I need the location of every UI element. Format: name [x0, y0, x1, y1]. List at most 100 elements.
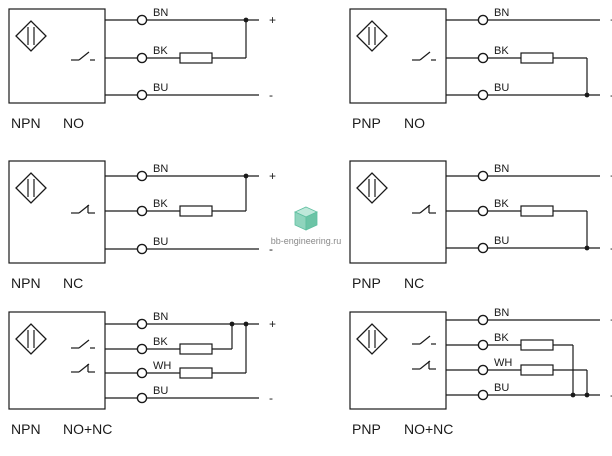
- wire-label-bn: BN: [494, 163, 509, 175]
- terminal-bn: [136, 14, 148, 26]
- terminal-bu: [477, 389, 489, 401]
- junction-dot: [229, 321, 235, 327]
- switch-nc-contact: [419, 204, 431, 214]
- terminal-bu: [136, 392, 148, 404]
- sensor-housing: [8, 160, 106, 264]
- switch-nc-contact: [78, 363, 90, 373]
- sensor-housing: [349, 160, 447, 264]
- resistor: [179, 205, 213, 217]
- wire-label-bn: BN: [153, 311, 168, 323]
- terminal-bn: [136, 170, 148, 182]
- switch-nc-contact: [419, 360, 431, 370]
- junction-dot: [570, 392, 576, 398]
- positive-sign: +: [269, 13, 276, 27]
- sensor-symbol-icon: [15, 172, 47, 204]
- terminal-bu: [136, 89, 148, 101]
- output-type-label: PNP: [352, 275, 381, 291]
- junction-dot: [243, 321, 249, 327]
- sensor-symbol-icon: [356, 323, 388, 355]
- resistor: [179, 52, 213, 64]
- switching-mode-label: NC: [404, 275, 424, 291]
- terminal-bk: [477, 339, 489, 351]
- terminal-wh: [477, 364, 489, 376]
- terminal-bk: [477, 205, 489, 217]
- wire-label-bn: BN: [153, 163, 168, 175]
- wire-label-bk: BK: [153, 336, 168, 348]
- negative-sign: -: [610, 388, 612, 402]
- resistor: [520, 52, 554, 64]
- wire-label-bk: BK: [494, 45, 509, 57]
- output-type-label: NPN: [11, 115, 41, 131]
- sensor-housing: [349, 8, 447, 104]
- sensor-housing: [349, 311, 447, 410]
- terminal-bu: [477, 89, 489, 101]
- terminal-bu: [136, 243, 148, 255]
- switch-no-contact: [78, 51, 90, 61]
- wire-label-bn: BN: [494, 307, 509, 319]
- wire-label-bn: BN: [153, 7, 168, 19]
- switching-mode-label: NO: [63, 115, 84, 131]
- switching-mode-label: NO+NC: [404, 421, 453, 437]
- watermark: bb-engineering.ru: [271, 206, 342, 246]
- positive-sign: +: [269, 169, 276, 183]
- watermark-text: bb-engineering.ru: [271, 236, 342, 246]
- panel-pnp-no-nc: BN BK WH BU + - PNP NO+NC: [349, 307, 612, 437]
- output-type-label: PNP: [352, 421, 381, 437]
- switch-no-contact: [78, 339, 90, 349]
- terminal-bk: [477, 52, 489, 64]
- sensor-symbol-icon: [356, 20, 388, 52]
- switch-nc-contact: [78, 204, 90, 214]
- negative-sign: -: [269, 88, 273, 102]
- sensor-symbol-icon: [15, 323, 47, 355]
- terminal-bn: [477, 314, 489, 326]
- junction-dot: [243, 17, 249, 23]
- cube-logo-face: [305, 211, 318, 231]
- sensor-housing: [8, 311, 106, 410]
- terminal-bk: [136, 52, 148, 64]
- terminal-bk: [136, 343, 148, 355]
- switch-no-contact: [419, 51, 431, 61]
- sensor-housing: [8, 8, 106, 104]
- panel-npn-no: BN BK BU + - NPN NO: [8, 7, 276, 131]
- junction-dot: [243, 173, 249, 179]
- negative-sign: -: [269, 391, 273, 405]
- terminal-bn: [136, 318, 148, 330]
- positive-sign: +: [610, 13, 612, 27]
- wire-label-bu: BU: [153, 385, 168, 397]
- junction-dot: [584, 92, 590, 98]
- switching-mode-label: NC: [63, 275, 83, 291]
- wire-label-wh: WH: [153, 360, 171, 372]
- terminal-bk: [136, 205, 148, 217]
- wire-label-wh: WH: [494, 357, 512, 369]
- wire-label-bu: BU: [494, 235, 509, 247]
- terminal-bu: [477, 242, 489, 254]
- resistor: [520, 339, 554, 351]
- terminal-wh: [136, 367, 148, 379]
- wire-label-bn: BN: [494, 7, 509, 19]
- switch-no-contact: [419, 335, 431, 345]
- junction-dot: [584, 392, 590, 398]
- wire-label-bu: BU: [153, 236, 168, 248]
- output-type-label: NPN: [11, 421, 41, 437]
- wire-label-bu: BU: [494, 382, 509, 394]
- negative-sign: -: [610, 88, 612, 102]
- resistor: [179, 367, 213, 379]
- sensor-symbol-icon: [356, 172, 388, 204]
- wire-label-bu: BU: [494, 82, 509, 94]
- wire-label-bu: BU: [153, 82, 168, 94]
- switching-mode-label: NO+NC: [63, 421, 112, 437]
- output-type-label: PNP: [352, 115, 381, 131]
- positive-sign: +: [610, 313, 612, 327]
- resistor: [520, 364, 554, 376]
- negative-sign: -: [269, 242, 273, 256]
- junction-dot: [584, 245, 590, 251]
- positive-sign: +: [610, 169, 612, 183]
- wire-label-bk: BK: [153, 198, 168, 210]
- wire-label-bk: BK: [153, 45, 168, 57]
- wire-label-bk: BK: [494, 332, 509, 344]
- terminal-bn: [477, 14, 489, 26]
